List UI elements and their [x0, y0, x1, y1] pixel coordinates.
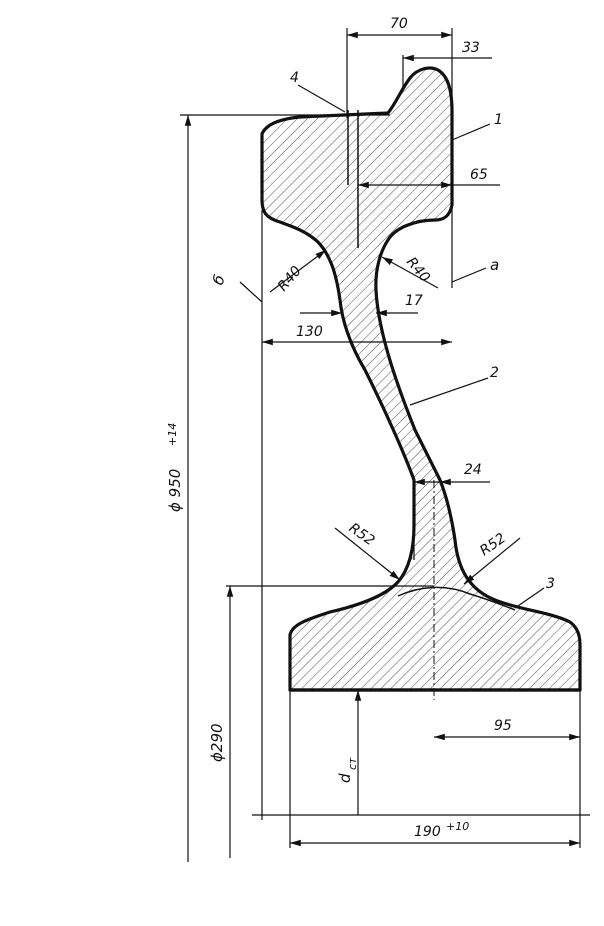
dim-70-label: 70 — [390, 16, 408, 32]
callout-3-leader — [514, 587, 545, 609]
callout-1-label: 1 — [494, 112, 503, 128]
dim-190-tolerance: +10 — [446, 820, 469, 833]
dim-dct-label: d — [336, 773, 354, 783]
wheel-section-outline — [260, 66, 582, 692]
r40-left-label: R40 — [275, 263, 305, 294]
r52-right-label: R52 — [477, 530, 509, 559]
dim-33-label: 33 — [462, 40, 480, 56]
hub-joint-curve — [397, 586, 516, 611]
callout-2-leader — [409, 377, 489, 406]
r40-left-leader — [269, 249, 327, 293]
callout-1-leader — [451, 123, 491, 141]
callout-2-label: 2 — [490, 365, 499, 381]
dim-190-label: 190 — [414, 824, 441, 840]
r40-right-label: R40 — [403, 254, 433, 285]
callout-3-label: 3 — [546, 576, 555, 592]
r52-left-leader — [334, 527, 401, 581]
dim-65-label: 65 — [470, 167, 488, 183]
r40-right-leader — [381, 256, 439, 289]
r52-left-label: R52 — [346, 520, 378, 549]
callout-a-leader — [451, 267, 487, 283]
dim-17-label: 17 — [405, 293, 423, 309]
dim-950-tolerance: +14 — [166, 423, 179, 446]
dim-95-label: 95 — [494, 718, 512, 734]
dim-130-label: 130 — [296, 324, 323, 340]
dim-290-label: ϕ290 — [208, 723, 226, 762]
callout-b-label: б — [209, 273, 229, 288]
dim-24-label: 24 — [464, 462, 482, 478]
dim-950-label: ϕ 950 — [166, 469, 184, 512]
callout-4-label: 4 — [290, 70, 299, 86]
callout-4-leader — [297, 84, 346, 113]
callout-a-label: a — [490, 256, 499, 274]
callout-b-leader — [239, 281, 263, 303]
r52-right-leader — [463, 537, 521, 585]
dim-dct-subscript: ст — [346, 757, 359, 770]
